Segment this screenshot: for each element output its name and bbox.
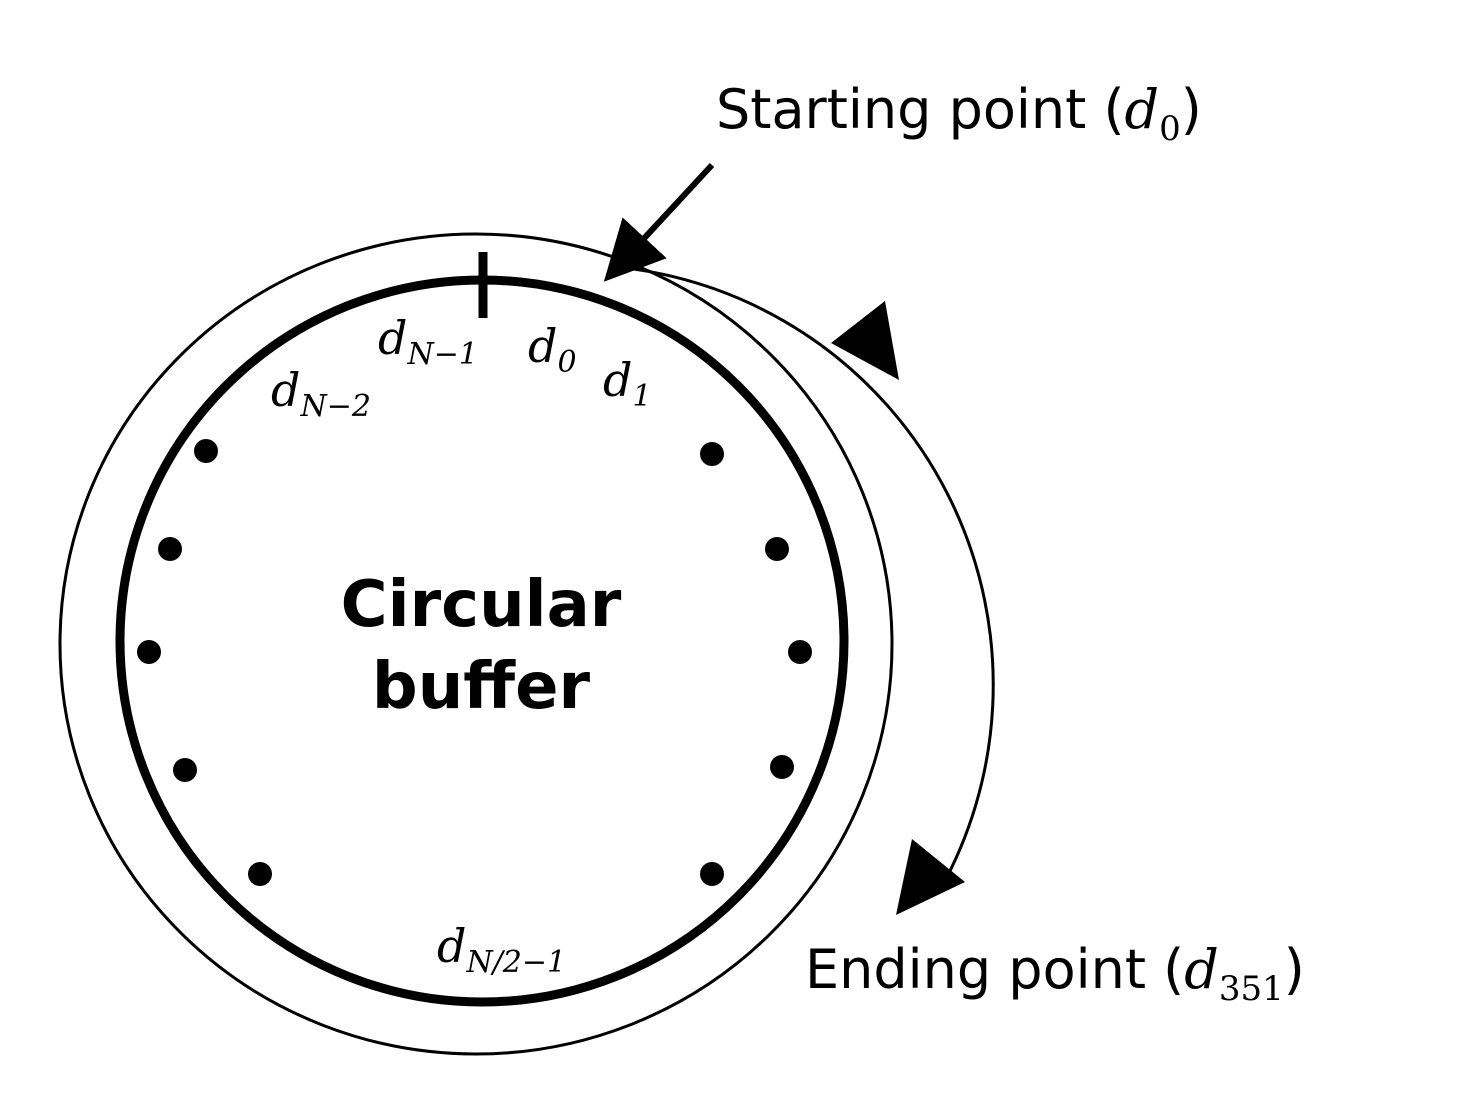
element-dot <box>700 862 724 886</box>
label-d-1: d1 <box>603 353 652 414</box>
start-annotation: Starting point (d0) <box>716 78 1202 149</box>
center-label-line1: Circular <box>341 568 622 642</box>
direction-arrowhead-1 <box>831 301 899 380</box>
label-d-n-minus-2: dN−2 <box>271 363 371 424</box>
element-dot <box>137 640 161 664</box>
buffer-element-dots <box>137 439 812 886</box>
direction-arrowhead-2 <box>896 839 965 915</box>
element-dot <box>788 640 812 664</box>
element-dot <box>248 862 272 886</box>
direction-arc <box>625 266 995 891</box>
element-dot <box>158 537 182 561</box>
element-dot <box>770 755 794 779</box>
label-d-n-half-minus-1: dN/2−1 <box>437 919 566 980</box>
label-d-n-minus-1: dN−1 <box>378 311 478 372</box>
element-dot <box>765 537 789 561</box>
center-label-line2: buffer <box>372 650 591 724</box>
element-dot <box>700 442 724 466</box>
label-d-0: d0 <box>528 319 577 380</box>
start-pointer-arrow <box>603 162 715 282</box>
end-annotation: Ending point (d351) <box>805 938 1305 1009</box>
element-dot <box>194 439 218 463</box>
outer-ring <box>58 232 894 1056</box>
element-dot <box>173 758 197 782</box>
